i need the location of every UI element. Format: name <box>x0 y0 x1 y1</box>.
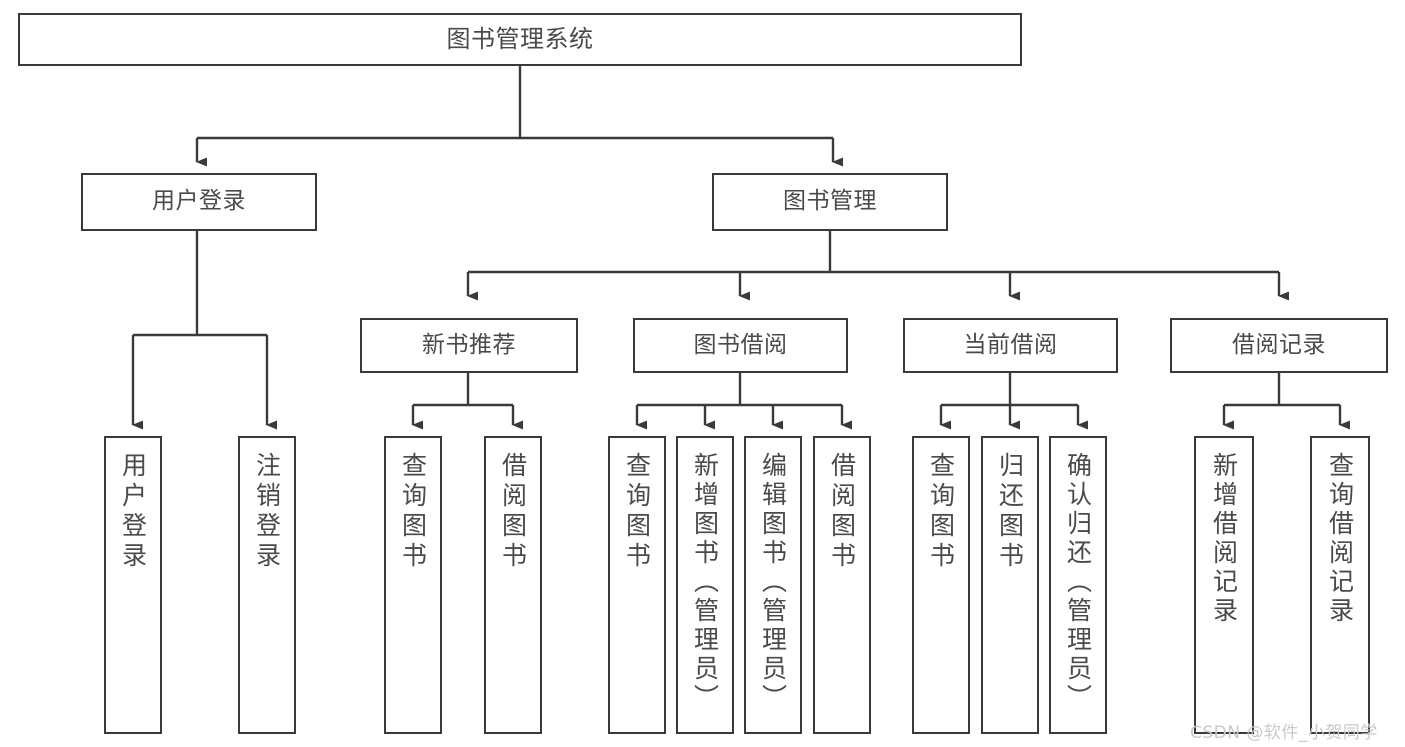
node-label: 查询图书 <box>398 452 428 572</box>
node-borrow-record[interactable]: 借阅记录 <box>1170 318 1388 373</box>
node-root-book-management-system[interactable]: 图书管理系统 <box>18 13 1022 66</box>
leaf-current-borrow-query-book[interactable]: 查询图书 <box>912 436 970 734</box>
node-label: 借阅记录 <box>1232 331 1326 358</box>
node-label: 借阅图书 <box>827 452 857 572</box>
leaf-book-borrow-add-book-admin[interactable]: 新增图书（管理员） <box>676 436 734 734</box>
node-new-book-recommend[interactable]: 新书推荐 <box>360 318 578 373</box>
node-book-borrow[interactable]: 图书借阅 <box>633 318 848 373</box>
node-book-management[interactable]: 图书管理 <box>712 173 948 231</box>
leaf-user-login-logout[interactable]: 注销登录 <box>238 436 296 734</box>
node-label: 查询借阅记录 <box>1325 452 1355 626</box>
node-label: 归还图书 <box>995 452 1025 572</box>
leaf-borrow-record-query-record[interactable]: 查询借阅记录 <box>1310 436 1370 734</box>
leaf-user-login-login[interactable]: 用户登录 <box>104 436 162 734</box>
node-user-login[interactable]: 用户登录 <box>81 173 317 231</box>
node-label: 图书管理系统 <box>446 25 594 54</box>
node-label: 编辑图书（管理员） <box>758 452 788 713</box>
node-label: 新增借阅记录 <box>1209 452 1239 626</box>
node-label: 图书管理 <box>783 188 877 215</box>
node-current-borrow[interactable]: 当前借阅 <box>903 318 1118 373</box>
node-label: 注销登录 <box>252 452 282 572</box>
node-label: 新增图书（管理员） <box>690 452 720 713</box>
node-label: 查询图书 <box>622 452 652 572</box>
leaf-new-book-query-book[interactable]: 查询图书 <box>384 436 442 734</box>
leaf-current-borrow-return-book[interactable]: 归还图书 <box>981 436 1039 734</box>
csdn-watermark: CSDN @软件_小贺同学 <box>1190 723 1378 743</box>
leaf-new-book-borrow-book[interactable]: 借阅图书 <box>484 436 542 734</box>
node-label: 图书借阅 <box>693 331 788 358</box>
leaf-current-borrow-confirm-return-admin[interactable]: 确认归还（管理员） <box>1049 436 1107 734</box>
node-label: 确认归还（管理员） <box>1063 452 1093 713</box>
node-label: 新书推荐 <box>422 331 516 358</box>
node-label: 当前借阅 <box>963 331 1058 358</box>
node-label: 用户登录 <box>118 452 148 572</box>
leaf-book-borrow-query-book[interactable]: 查询图书 <box>608 436 666 734</box>
leaf-book-borrow-edit-book-admin[interactable]: 编辑图书（管理员） <box>744 436 802 734</box>
leaf-book-borrow-borrow-book[interactable]: 借阅图书 <box>813 436 871 734</box>
node-label: 用户登录 <box>152 188 246 215</box>
node-label: 借阅图书 <box>498 452 528 572</box>
leaf-borrow-record-add-record[interactable]: 新增借阅记录 <box>1194 436 1254 734</box>
node-label: 查询图书 <box>926 452 956 572</box>
